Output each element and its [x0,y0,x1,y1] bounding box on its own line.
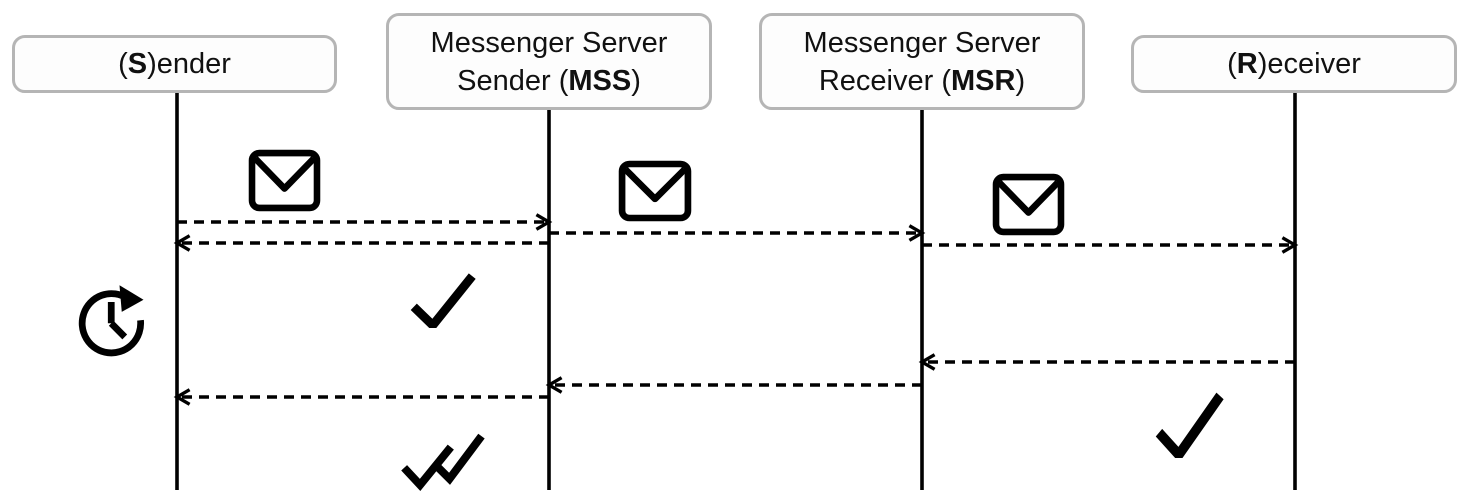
actor-box-messenger-server-receiver: Messenger Server Receiver (MSR) [759,13,1085,110]
pending-clock-icon [82,285,143,353]
envelope-icon-3 [996,177,1061,232]
actor-box-messenger-server-sender: Messenger Server Sender (MSS) [386,13,712,110]
actor-receiver-label: (R)eceiver [1227,48,1361,80]
envelope-icon-2 [622,164,688,218]
envelope-icon-1 [252,153,317,208]
actor-box-sender: (S)ender [12,35,337,93]
single-check-icon-sender-side [414,276,472,325]
actor-msr-line1: Messenger Server [803,26,1041,59]
single-check-icon-receiver-side [1159,396,1220,455]
actor-mss-line1: Messenger Server [430,26,668,59]
actor-sender-label: (S)ender [118,48,231,80]
actor-mss-label: Sender (MSS) [457,64,641,97]
actor-box-receiver: (R)eceiver [1131,35,1457,93]
double-check-icon [404,436,481,485]
actor-msr-label: Receiver (MSR) [818,64,1026,97]
